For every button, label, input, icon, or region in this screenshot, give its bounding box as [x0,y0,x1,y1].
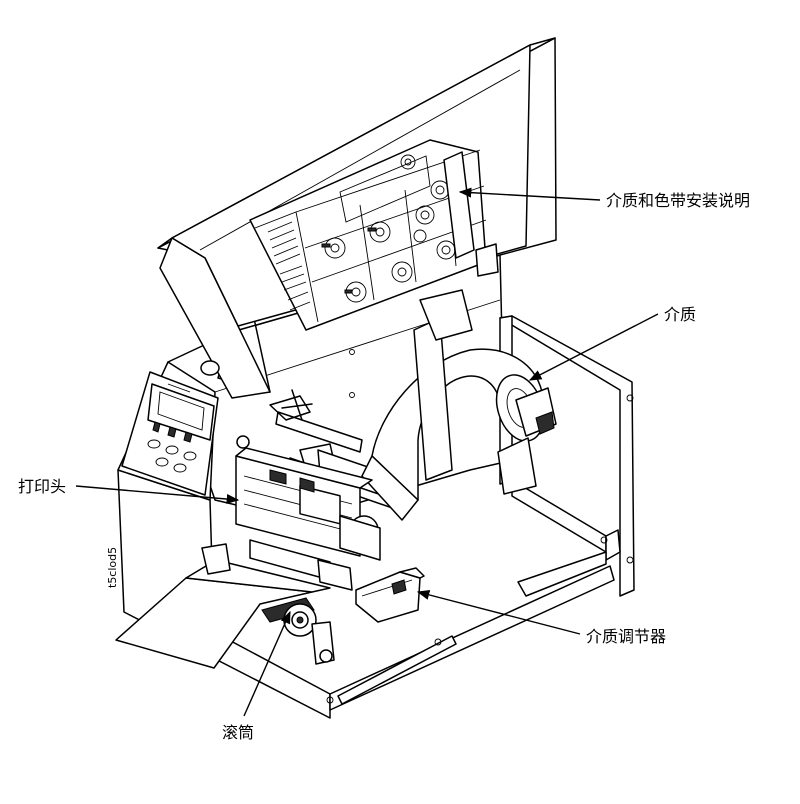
media-adjuster-part [355,567,425,623]
leader-instructions [458,187,601,201]
leader-roller [243,610,291,717]
callout-media-adjuster: 介质调节器 [586,627,666,646]
callout-media: 介质 [664,305,696,324]
platen-roller [201,543,335,665]
printhead-assembly [235,447,381,591]
callout-printhead: 打印头 [18,477,66,496]
control-panel [121,360,220,496]
media-roll [361,289,557,521]
callout-roller: 滚筒 [222,723,254,742]
open-cover [157,37,557,399]
leader-media [528,313,659,381]
callout-media-ribbon-instructions: 介质和色带安装说明 [606,191,750,210]
figure-code: t5clod5 [106,547,119,588]
leader-media-adjuster [416,589,581,635]
leader-printhead [75,485,240,505]
